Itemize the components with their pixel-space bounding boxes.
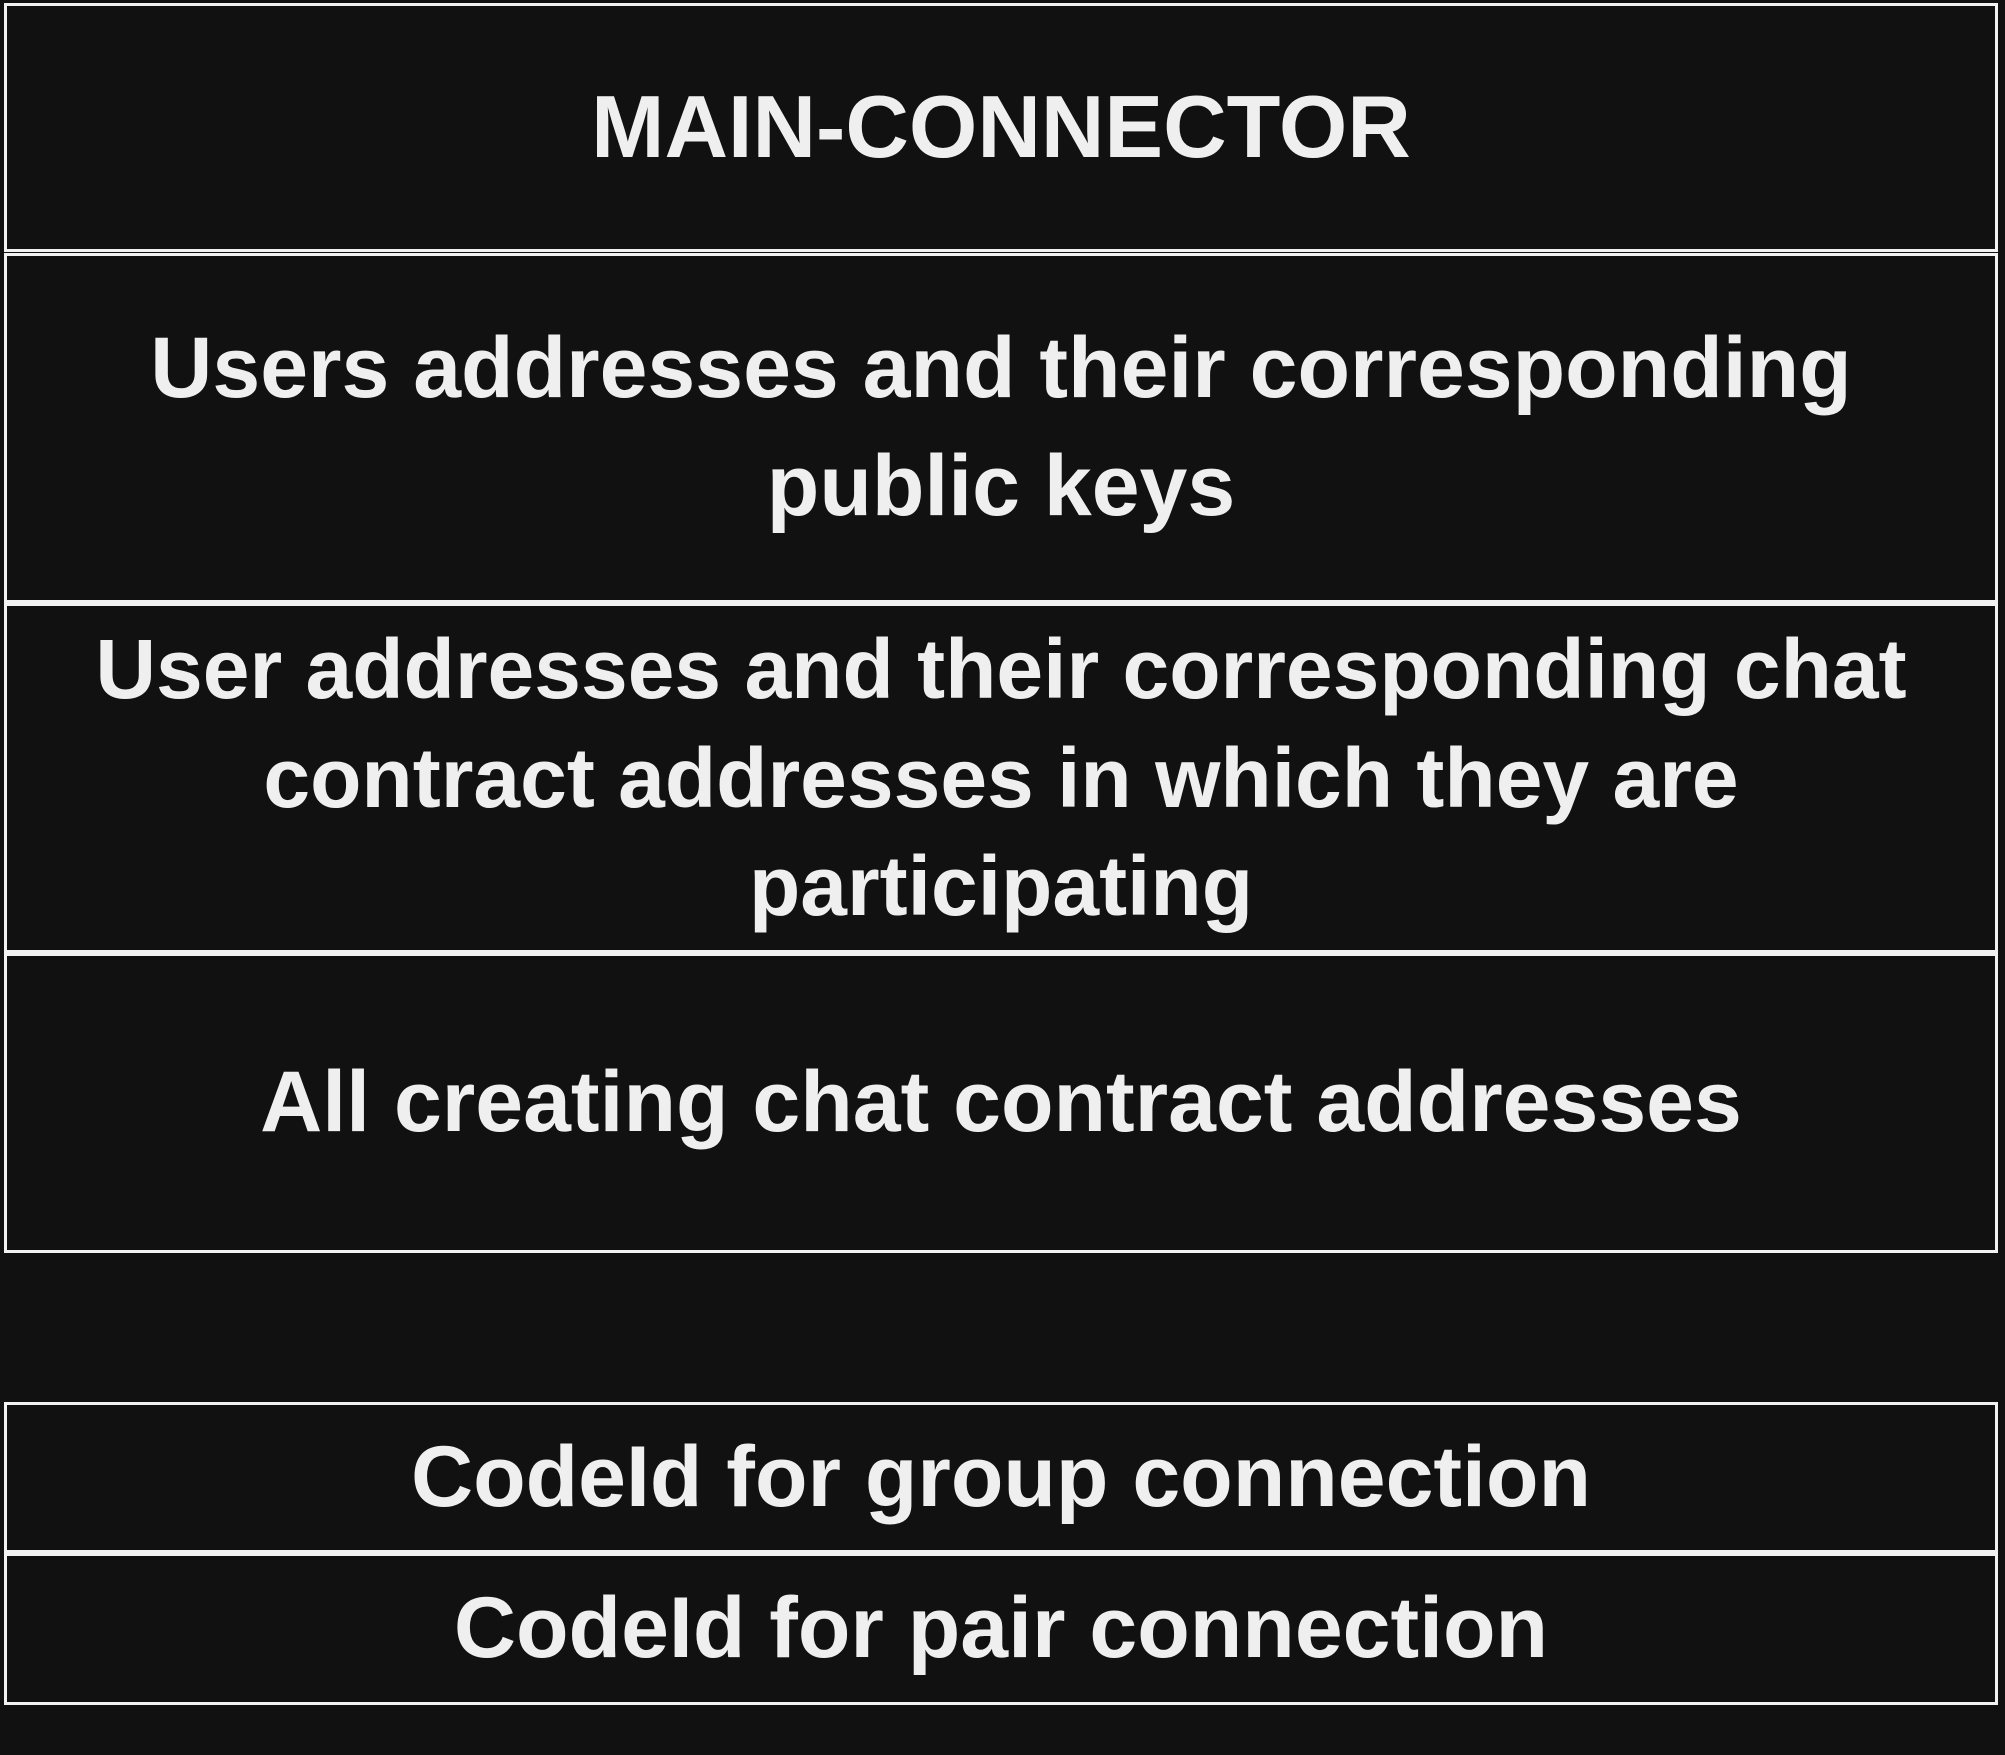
pair-codeid-box: CodeId for pair connection xyxy=(4,1553,1998,1705)
all-chat-contracts-label: All creating chat contract addresses xyxy=(260,1054,1742,1151)
chat-participation-storage-label: User addresses and their corresponding c… xyxy=(95,622,1907,934)
group-codeid-box: CodeId for group connection xyxy=(4,1402,1998,1553)
group-codeid-label: CodeId for group connection xyxy=(410,1428,1592,1525)
public-keys-storage-box: Users addresses and their corresponding … xyxy=(4,253,1998,603)
pair-codeid-label: CodeId for pair connection xyxy=(453,1580,1549,1677)
public-keys-storage-label: Users addresses and their corresponding … xyxy=(150,320,1852,534)
main-connector-title: MAIN-CONNECTOR xyxy=(591,77,1411,177)
chat-participation-storage-box: User addresses and their corresponding c… xyxy=(4,603,1998,953)
all-chat-contracts-box: All creating chat contract addresses xyxy=(4,953,1998,1253)
main-connector-title-box: MAIN-CONNECTOR xyxy=(4,3,1998,252)
